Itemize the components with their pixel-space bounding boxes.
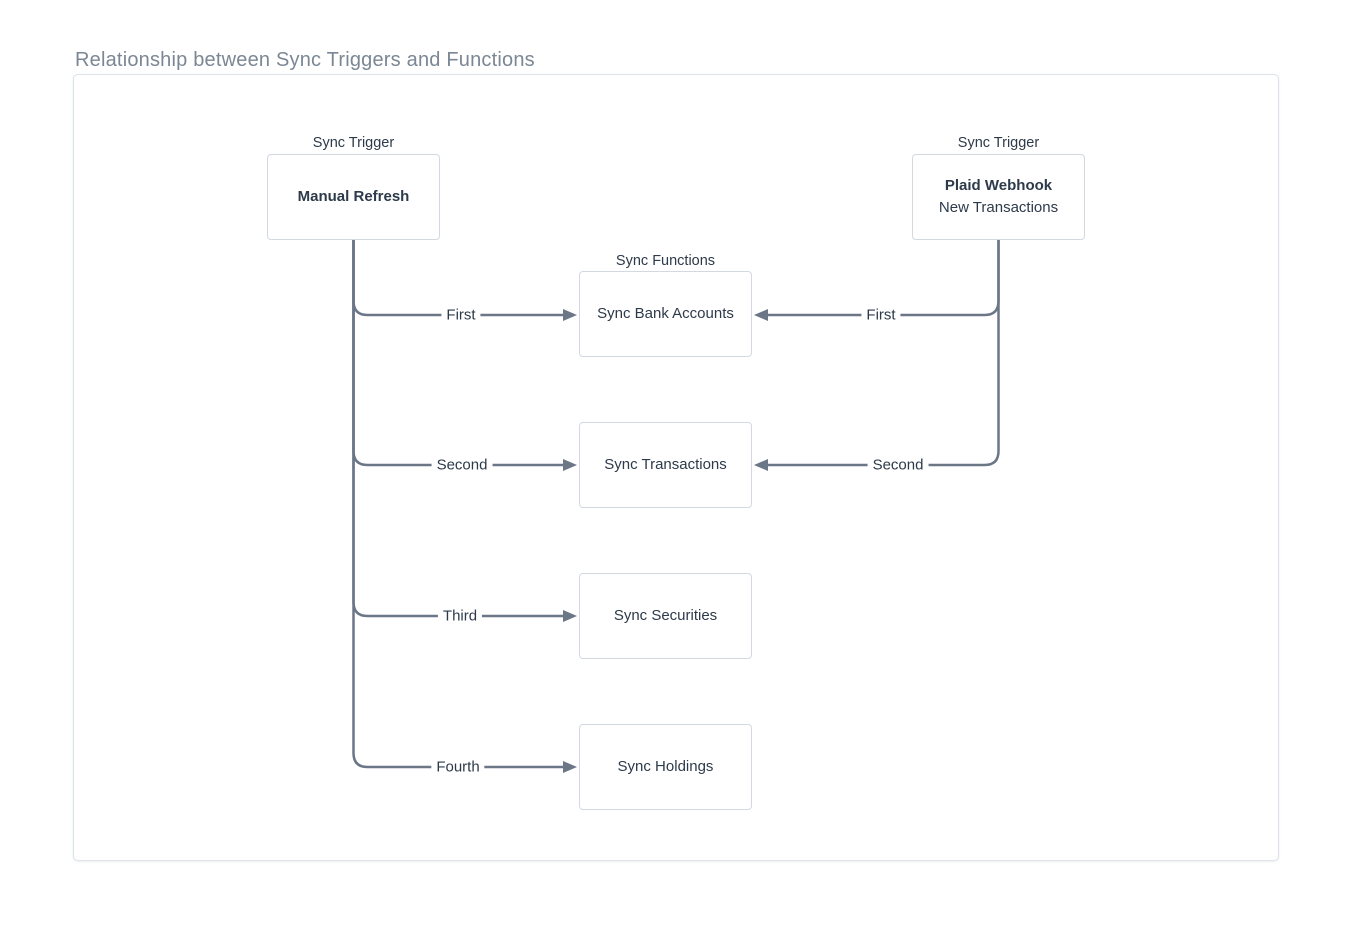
node-sync-transactions: Sync Transactions — [579, 422, 752, 508]
node-plaid-webhook: Plaid Webhook New Transactions — [912, 154, 1085, 240]
group-label-sync-trigger-left: Sync Trigger — [312, 135, 395, 151]
node-title: Sync Securities — [613, 607, 718, 624]
edge-label-second-right: Second — [867, 456, 929, 474]
node-sync-holdings: Sync Holdings — [579, 724, 752, 810]
node-title: Sync Holdings — [617, 758, 714, 775]
node-title: Manual Refresh — [297, 188, 410, 205]
edge-label-first-right: First — [861, 306, 901, 324]
page-title: Relationship between Sync Triggers and F… — [75, 49, 535, 71]
node-title: Plaid Webhook — [944, 177, 1053, 194]
edge-label-fourth-left: Fourth — [431, 758, 485, 776]
node-manual-refresh: Manual Refresh — [267, 154, 440, 240]
group-label-sync-functions: Sync Functions — [615, 253, 716, 269]
edge-label-first-left: First — [441, 306, 481, 324]
node-subtitle: New Transactions — [938, 199, 1059, 216]
node-sync-securities: Sync Securities — [579, 573, 752, 659]
node-title: Sync Transactions — [604, 456, 727, 473]
edge-label-second-left: Second — [431, 456, 493, 474]
node-sync-bank-accounts: Sync Bank Accounts — [579, 271, 752, 357]
node-title: Sync Bank Accounts — [597, 305, 734, 322]
group-label-sync-trigger-right: Sync Trigger — [957, 135, 1040, 151]
edge-label-third-left: Third — [437, 607, 483, 625]
